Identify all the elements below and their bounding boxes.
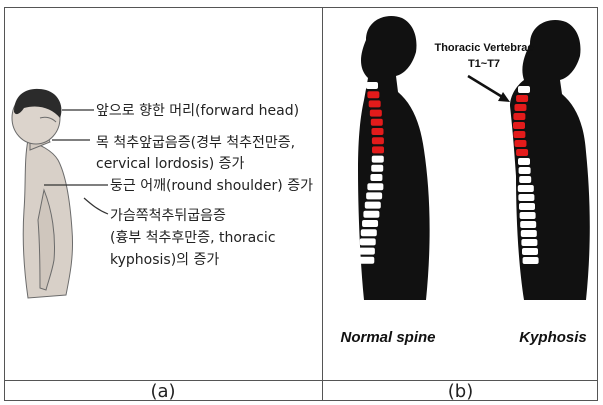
normal-spine-label: Normal spine (340, 329, 435, 346)
annotation-forward-head: 앞으로 향한 머리(forward head) (96, 103, 299, 119)
man-side-view-illustration (12, 89, 73, 298)
thoracic-range-label: T1~T7 (468, 58, 500, 70)
thoracic-vertebra (516, 95, 528, 102)
vertebra (371, 165, 383, 172)
thoracic-vertebra (514, 104, 526, 111)
vertebra (361, 229, 377, 236)
leader-thoracic-kyphosis (84, 198, 108, 214)
vertebra (370, 174, 382, 181)
vertebra (365, 202, 381, 209)
vertebra (523, 257, 539, 264)
thoracic-vertebra (371, 119, 383, 126)
vertebra (521, 239, 537, 246)
thoracic-vertebra (514, 140, 526, 147)
caption-b: (b) (323, 381, 598, 403)
kyphosis-label: Kyphosis (519, 329, 587, 346)
vertebra (363, 211, 379, 218)
annotation-cervical-lordosis-2: cervical lordosis) 증가 (96, 156, 245, 172)
thoracic-vertebra (516, 149, 528, 156)
vertebra (519, 203, 535, 210)
thoracic-vertebra (367, 91, 379, 98)
arrow-icon (468, 76, 510, 102)
vertebra (520, 212, 536, 219)
thoracic-vertebra (372, 146, 384, 153)
thoracic-vertebra (371, 128, 383, 135)
vertebra (366, 192, 382, 199)
vertebra (518, 185, 534, 192)
vertebra (519, 176, 531, 183)
vertebra (367, 183, 383, 190)
annotation-thoracic-kyphosis-1: 가슴쪽척추뒤굽음증 (110, 208, 226, 224)
vertebra (366, 82, 378, 89)
thoracic-vertebra (369, 100, 381, 107)
thoracic-vertebra (370, 110, 382, 117)
thoracic-vertebra (513, 131, 525, 138)
vertebra (358, 257, 374, 264)
vertebra (519, 167, 531, 174)
vertebra (518, 86, 530, 93)
annotation-cervical-lordosis-1: 목 척추앞굽음증(경부 척추전만증, (96, 135, 295, 151)
annotation-round-shoulder: 둥근 어깨(round shoulder) 증가 (110, 178, 313, 194)
thoracic-vertebra (513, 122, 525, 129)
thoracic-vertebra (513, 113, 525, 120)
caption-a: (a) (4, 381, 322, 403)
vertebra (359, 248, 375, 255)
annotation-thoracic-kyphosis-3: kyphosis)의 증가 (110, 252, 219, 268)
vertebra (360, 238, 376, 245)
vertebra (362, 220, 378, 227)
vertebra (518, 158, 530, 165)
vertebra (522, 248, 538, 255)
annotation-thoracic-kyphosis-2: (흉부 척추후만증, thoracic (110, 230, 276, 246)
thoracic-vertebrae-label: Thoracic Vertebrae (434, 42, 533, 54)
vertebra (520, 221, 536, 228)
vertebra (521, 230, 537, 237)
vertebra (372, 156, 384, 163)
thoracic-vertebra (372, 137, 384, 144)
vertebra (518, 194, 534, 201)
